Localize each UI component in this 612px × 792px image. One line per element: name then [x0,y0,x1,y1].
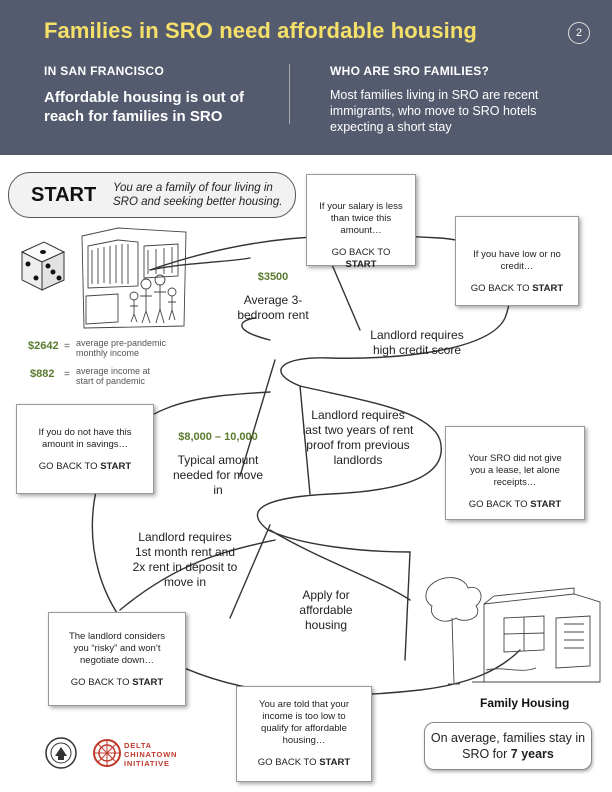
savings-bubble-text: If you do not have this amount in saving… [38,427,132,450]
right-body: Most families living in SRO are recent i… [330,88,539,134]
credit-bubble: If you have low or no credit… GO BACK TO… [455,216,579,306]
income-pre-label: average pre-pandemic monthly income [76,338,167,358]
rent-value: $3500 [257,271,289,283]
movein-label: Typical amount needed for move in [172,453,264,497]
start-callout: START You are a family of four living in… [8,172,296,218]
family-housing-illustration [425,577,601,685]
summary-years: 7 years [510,747,554,761]
right-heading: WHO ARE SRO FAMILIES? [330,64,490,78]
summary-text: On average, families stay in SRO for [430,731,586,761]
page-title: Families in SRO need affordable housing [44,18,477,43]
income-start-label: average income at start of pandemic [76,366,151,386]
header-banner: Families in SRO need affordable housing … [0,0,612,155]
family-housing-label: Family Housing [480,696,570,710]
risky-bubble-text: The landlord considers you “risky” and w… [68,631,166,666]
movein-space: $8,000 – 10,000 Typical amount needed fo… [170,430,266,498]
credit-bubble-text: If you have low or no credit… [473,249,561,272]
left-heading: IN SAN FRANCISCO [44,64,165,78]
savings-bubble: If you do not have this amount in saving… [16,404,154,494]
lease-bubble-text: Your SRO did not give you a lease, let a… [468,453,562,488]
rent-space: $3500 Average 3-bedroom rent [228,270,318,323]
apply-label: Apply for affordable housing [299,588,353,632]
start-description: You are a family of four living in SRO a… [113,182,283,208]
go-back-start-4: GO BACK TO START [468,499,562,510]
go-back-start-6: GO BACK TO START [257,757,351,768]
header-divider [289,64,290,124]
rent-label: Average 3-bedroom rent [237,293,309,322]
delta-chinatown-logo-icon [93,739,121,767]
dice-icon [20,241,66,291]
go-back-start-2: GO BACK TO START [470,283,564,294]
movein-value: $8,000 – 10,000 [178,431,258,443]
start-label: START [31,184,97,206]
sro-room-illustration [81,227,187,329]
proof-label: Landlord requires last two years of rent… [302,408,414,467]
summary-box: On average, families stay in SRO for 7 y… [424,722,592,770]
risky-bubble: The landlord considers you “risky” and w… [48,612,186,706]
equals-sign-2: = [64,369,70,380]
income-start-value: $882 [30,368,55,380]
credit-label: Landlord requires high credit score [370,328,464,357]
salary-bubble: If your salary is less than twice this a… [306,174,416,270]
income-bubble-text: You are told that your income is too low… [259,699,349,746]
salary-bubble-text: If your salary is less than twice this a… [319,201,403,236]
page-number-badge: 2 [568,22,590,44]
income-bubble: You are told that your income is too low… [236,686,372,782]
equals-sign-1: = [64,341,70,352]
seal-logo [45,737,77,769]
go-back-start-1: GO BACK TO START [331,247,391,270]
deposit-label: Landlord requires 1st month rent and 2x … [132,530,238,589]
income-pre-value: $2642 [28,340,59,352]
lease-bubble: Your SRO did not give you a lease, let a… [445,426,585,520]
delta-chinatown-logo-text: DELTA CHINATOWN INITIATIVE [124,741,178,768]
go-back-start-5: GO BACK TO START [70,677,164,688]
go-back-start-3: GO BACK TO START [38,461,132,472]
left-body: Affordable housing is out of reach for f… [44,89,244,125]
